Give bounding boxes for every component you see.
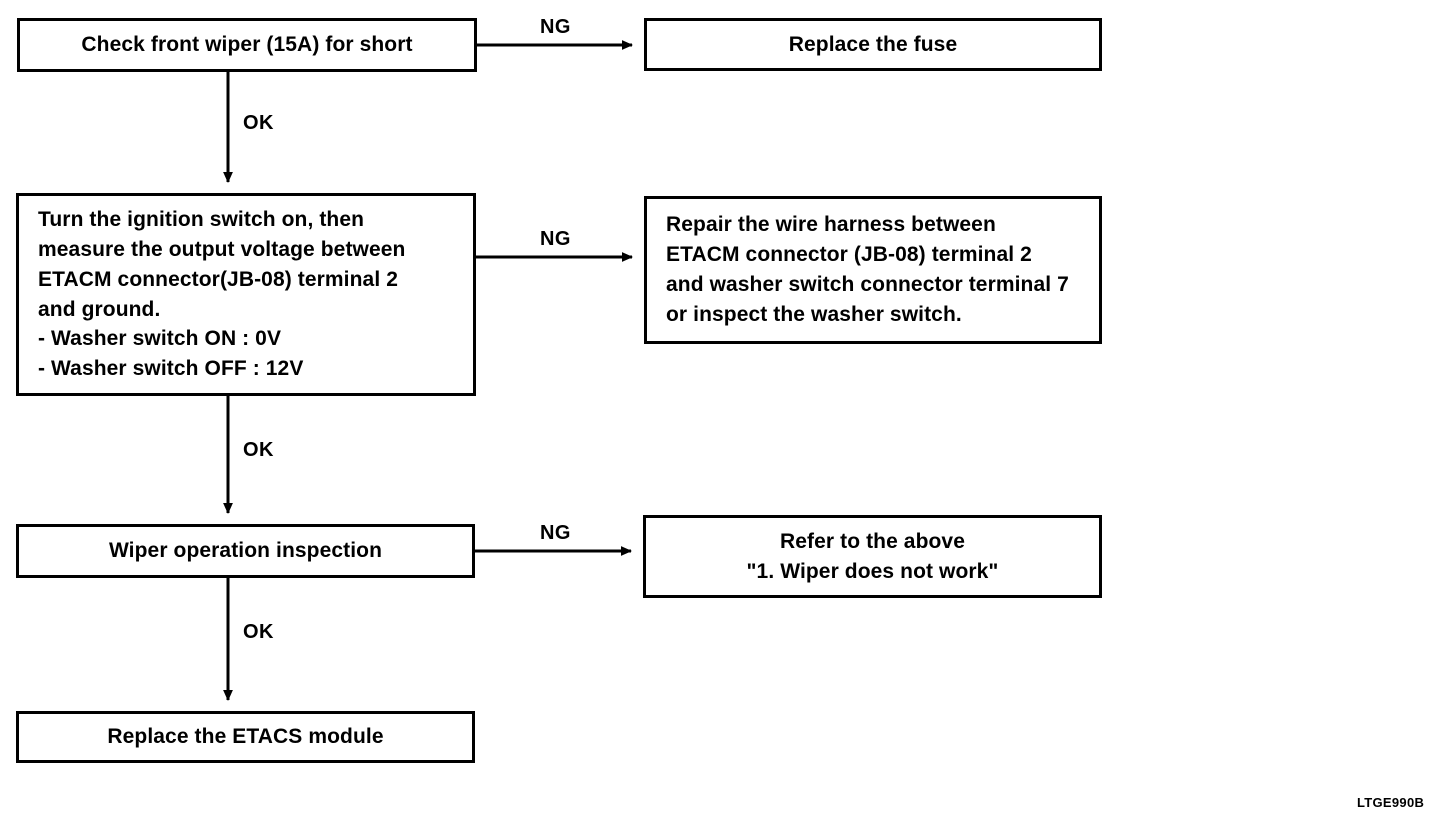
node-measure-output-voltage-label: Turn the ignition switch on, then measur… [38,208,406,381]
edge-label-ng-row-3: NG [540,522,571,544]
node-replace-etacs-module-label: Replace the ETACS module [107,725,384,749]
edge-label-ok-row-2-to-3: OK [243,439,274,461]
node-refer-to-the-above[interactable]: Refer to the above "1. Wiper does not wo… [643,515,1102,598]
edge-label-ok-row-1-to-2: OK [243,112,274,134]
node-replace-etacs-module[interactable]: Replace the ETACS module [16,711,475,763]
node-check-front-wiper-fuse-label: Check front wiper (15A) for short [81,33,413,57]
edge-label-ng-row-1: NG [540,16,571,38]
node-wiper-operation-inspection[interactable]: Wiper operation inspection [16,524,475,578]
edge-label-ok-row-3-to-4: OK [243,621,274,643]
node-repair-wire-harness-label: Repair the wire harness between ETACM co… [666,213,1069,326]
node-wiper-operation-inspection-label: Wiper operation inspection [108,539,383,563]
edge-label-ng-row-2: NG [540,228,571,250]
figure-reference-code: LTGE990B [1357,795,1425,810]
node-replace-the-fuse-label: Replace the fuse [788,32,958,56]
node-repair-wire-harness[interactable]: Repair the wire harness between ETACM co… [644,196,1102,344]
node-check-front-wiper-fuse[interactable]: Check front wiper (15A) for short [17,18,477,72]
node-measure-output-voltage[interactable]: Turn the ignition switch on, then measur… [16,193,476,396]
node-refer-to-the-above-label: Refer to the above "1. Wiper does not wo… [746,529,999,583]
node-replace-the-fuse[interactable]: Replace the fuse [644,18,1102,71]
